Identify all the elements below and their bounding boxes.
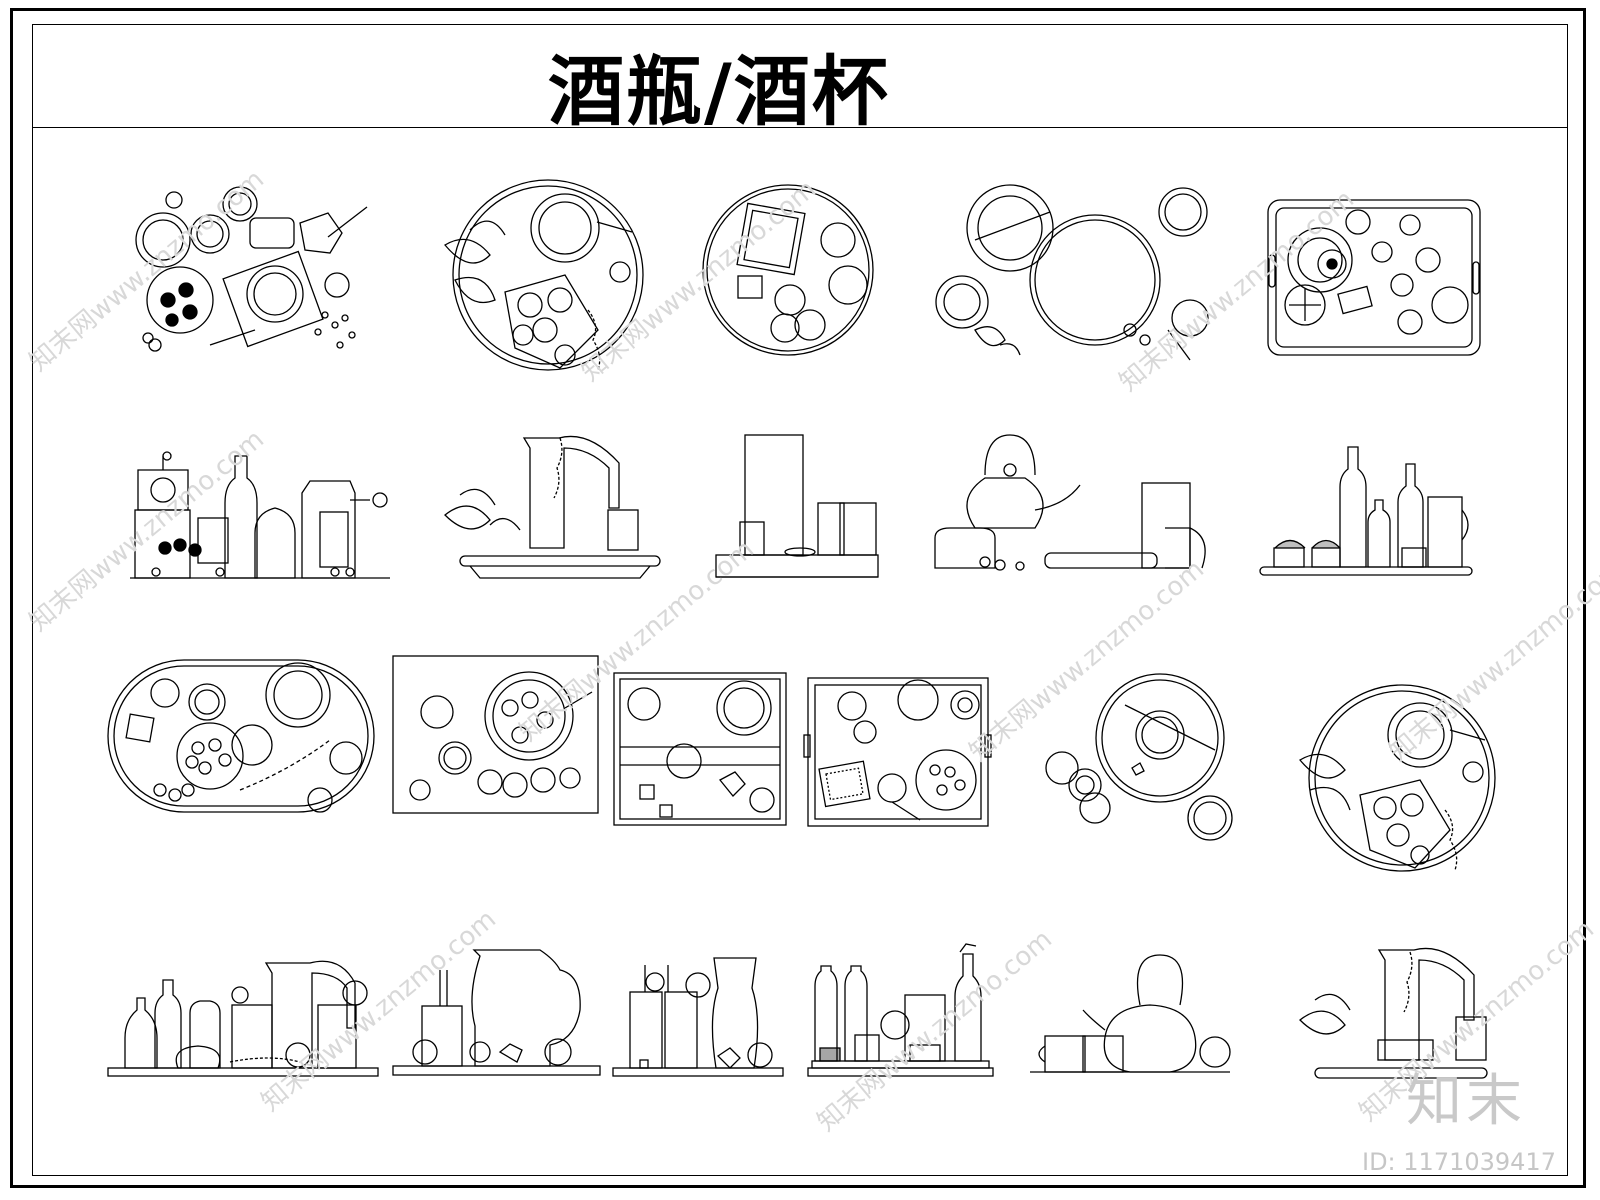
plan-block-plate-spoon: [1045, 673, 1233, 841]
plan-block-round-tray-teapot-2: [1299, 684, 1496, 872]
elev-block-teapot-cup: [1030, 954, 1231, 1073]
plan-block-breakfast-spread: [135, 186, 368, 352]
elev-block-jug-glasses: [392, 949, 601, 1076]
sheet-title: 酒瓶/酒杯: [548, 47, 890, 136]
outer-border: [10, 8, 1586, 1188]
plan-block-square-tray: [613, 672, 787, 826]
elev-block-bottles-tray: [1259, 446, 1473, 576]
plan-block-rect-tray: [1267, 199, 1481, 356]
elev-block-vase-boxes: [715, 434, 879, 578]
brand-logo: 知末: [1406, 1069, 1526, 1134]
elev-block-pitcher-tray: [444, 435, 661, 579]
plan-block-square-board: [392, 655, 599, 814]
elev-block-condiments-tray: [807, 943, 994, 1077]
elev-block-kettle: [934, 434, 1206, 571]
elev-block-pitcher-tray-2: [1299, 947, 1488, 1079]
elev-block-jars-bottles: [130, 451, 390, 579]
plan-block-large-plate-teapot: [935, 184, 1209, 361]
plan-block-tray-bread: [803, 677, 992, 827]
elev-block-oil-jug: [107, 960, 379, 1077]
id-label: ID: 1171039417: [1362, 1148, 1556, 1176]
plan-block-round-tray-cups: [702, 184, 874, 356]
inner-border: [32, 24, 1568, 1176]
plan-block-round-tray-teapot: [444, 179, 644, 371]
plan-block-oval-tray: [107, 659, 375, 813]
title-divider: [32, 127, 1568, 128]
elev-block-tall-glasses-vase: [612, 957, 784, 1077]
